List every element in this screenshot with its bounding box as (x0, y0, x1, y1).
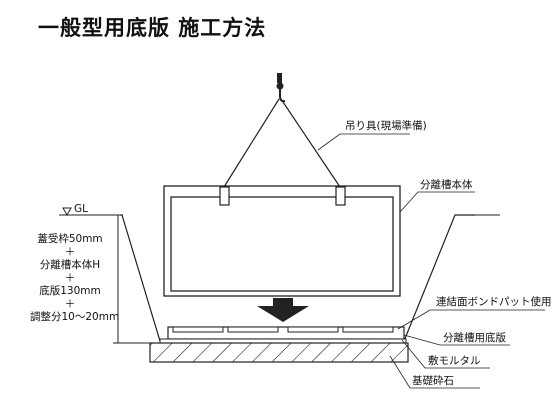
sling-right (280, 98, 341, 188)
label-lifting-gear: 吊り具(現場準備) (345, 119, 427, 132)
label-mortar: 敷モルタル (428, 354, 481, 367)
lowering-arrow (257, 306, 309, 322)
gl-marker-icon (62, 207, 72, 217)
sling-left (223, 98, 280, 188)
dim-plus-3: ＋ (64, 298, 76, 310)
dim-plus-1: ＋ (64, 246, 76, 258)
dim-lid-frame: 蓋受枠50mm (37, 233, 103, 245)
label-base-plate: 分離槽用底版 (443, 331, 506, 344)
leader-bond (397, 309, 545, 330)
label-bond: 連結面ボンドパット使用 (436, 295, 552, 308)
leader-base-plate (403, 334, 510, 346)
leader-mortar (401, 339, 490, 369)
gravel-foundation (149, 342, 409, 363)
dim-plus-2: ＋ (64, 272, 76, 284)
lifting-lug-left (219, 186, 230, 206)
page-title: 一般型用底版 施工方法 (38, 16, 267, 40)
hook-icon (276, 73, 286, 103)
label-gravel: 基礎砕石 (412, 374, 454, 387)
tank-body (163, 185, 401, 297)
dim-base-plate: 底版130mm (39, 285, 101, 297)
leader-tank-body (399, 191, 475, 213)
dimension-note: 蓋受枠50mm ＋ 分離槽本体H ＋ 底版130mm ＋ 調整分10～20mm (30, 233, 120, 324)
label-tank-body: 分離槽本体 (420, 178, 473, 191)
leader-lifting-gear (317, 133, 410, 151)
label-gl: GL (74, 203, 88, 215)
leader-gravel (389, 355, 480, 389)
dimension-line (113, 214, 160, 344)
lifting-lug-right (335, 186, 346, 206)
base-plate (167, 326, 405, 340)
dim-adjustment: 調整分10～20mm (30, 311, 120, 323)
dim-tank-height: 分離槽本体H (39, 259, 101, 271)
mortar-layer (159, 338, 407, 344)
